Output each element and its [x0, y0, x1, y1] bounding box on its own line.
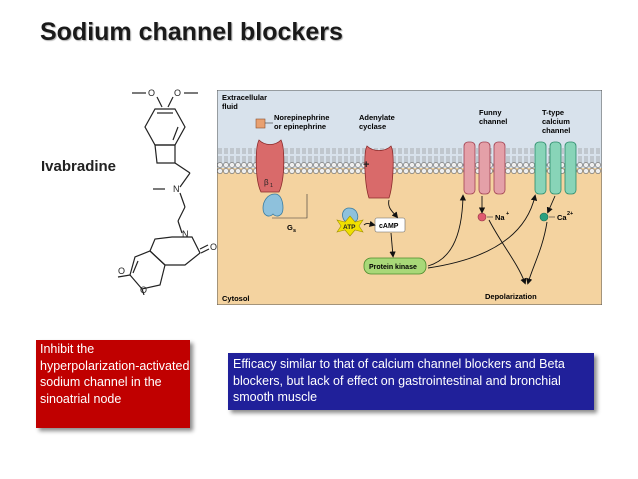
- cyclase-label: cyclase: [359, 122, 386, 131]
- amine-nitrogen-label: N: [173, 184, 180, 194]
- norepinephrine-label: Norepinephrine: [274, 113, 329, 122]
- protein-kinase-icon: [363, 257, 427, 275]
- beta1-label: β: [264, 178, 269, 187]
- methoxy-oxygen-label: O: [118, 266, 125, 276]
- camp-label: cAMP: [379, 223, 399, 230]
- calcium-ion-label: Ca: [557, 213, 567, 222]
- calcium-channel-label: channel: [542, 126, 570, 135]
- mechanism-figure: Extracellular fluid Norepinephrine or ep…: [217, 90, 602, 305]
- fluid-label: fluid: [222, 102, 238, 111]
- protein-kinase-label: Protein kinase: [369, 264, 417, 271]
- ligand-icon: [255, 118, 266, 129]
- sodium-ion-icon: [477, 212, 487, 222]
- funny-label: Funny: [479, 108, 502, 117]
- gs-label: G: [287, 223, 293, 232]
- methoxy-oxygen-label: O: [140, 285, 147, 295]
- methoxy-oxygen-label: O: [174, 88, 181, 98]
- ttype-label: T-type: [542, 108, 564, 117]
- atp-label: ATP: [343, 224, 356, 231]
- methoxy-oxygen-label: O: [148, 88, 155, 98]
- depolarization-label: Depolarization: [485, 292, 537, 301]
- ivabradine-structure: O O N N O O O: [117, 88, 217, 295]
- stimulation-plus-label: +: [363, 159, 369, 171]
- funny-channel-icon: [463, 141, 476, 195]
- sodium-label: Na: [495, 213, 505, 222]
- amide-nitrogen-label: N: [182, 229, 189, 239]
- calcium-label: calcium: [542, 117, 570, 126]
- calcium-ion-icon: [539, 212, 549, 222]
- beta1-subscript: 1: [270, 183, 273, 189]
- cytosol-label: Cytosol: [222, 294, 250, 303]
- gs-protein-icon: [262, 193, 284, 217]
- carbonyl-oxygen-label: O: [210, 242, 217, 252]
- calcium-charge: 2+: [567, 211, 573, 217]
- beta1-receptor-icon: [255, 139, 285, 193]
- epinephrine-label: or epinephrine: [274, 122, 326, 131]
- mechanism-box: Inhibit the hyperpolarization-activated …: [36, 340, 190, 428]
- effects-box: Efficacy similar to that of calcium chan…: [228, 353, 594, 410]
- funny-channel-label: channel: [479, 117, 507, 126]
- gs-subscript: s: [293, 228, 296, 234]
- slide-title: Sodium channel blockers: [40, 18, 343, 46]
- drug-name: Ivabradine: [41, 158, 117, 175]
- atp-burst-icon: [336, 215, 364, 237]
- sodium-charge: +: [506, 211, 509, 217]
- adenylate-label: Adenylate: [359, 113, 395, 122]
- adenylate-cyclase-icon: [364, 145, 394, 199]
- extracellular-label: Extracellular: [222, 93, 267, 102]
- ttype-channel-icon: [534, 141, 547, 195]
